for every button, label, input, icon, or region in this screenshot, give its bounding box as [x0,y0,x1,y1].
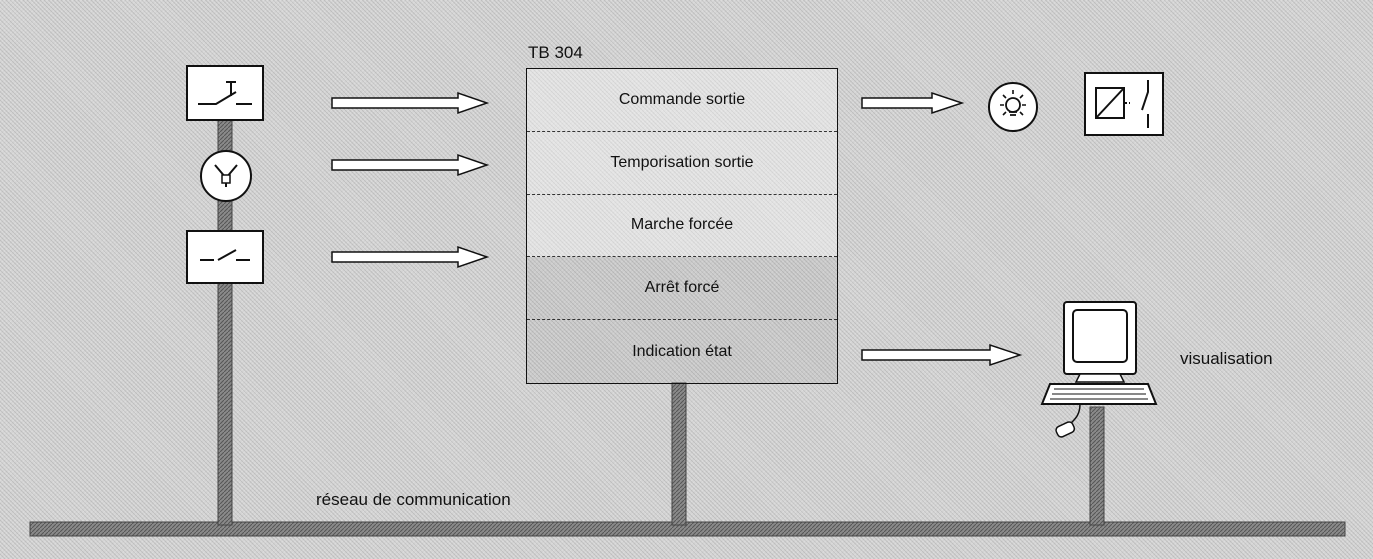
arrow-commande [331,91,490,115]
visualisation-label: visualisation [1180,349,1273,368]
row-marche-forcee: Marche forcée [527,194,837,258]
network-label: réseau de communication [316,490,511,509]
computer-stem [1089,406,1105,526]
row-temporisation-sortie: Temporisation sortie [527,131,837,195]
arrow-temporisation [331,153,490,177]
timer-device [198,149,254,203]
arrow-status [861,343,1023,367]
lamp-icon [988,82,1038,132]
switch-device [186,230,264,284]
row-commande-sortie: Commande sortie [527,69,837,132]
tb-stem [671,382,687,526]
lamp-device [986,80,1040,134]
relay-device [1084,72,1164,136]
pushbutton-device [186,65,264,121]
module-title: TB 304 [528,43,583,62]
tb304-module: Commande sortie Temporisation sortie Mar… [526,68,838,384]
relay-icon [1095,80,1149,128]
communication-bus [29,521,1346,537]
arrow-forced [331,245,490,269]
computer-terminal [1040,300,1158,440]
pushbutton-icon [198,81,252,105]
switch-icon [200,249,250,261]
computer-terminal-icon [1040,301,1158,438]
arrow-output [861,91,965,115]
row-indication-etat: Indication état [527,320,837,383]
row-arret-force: Arrêt forcé [527,257,837,321]
timer-clock-icon [200,150,252,202]
